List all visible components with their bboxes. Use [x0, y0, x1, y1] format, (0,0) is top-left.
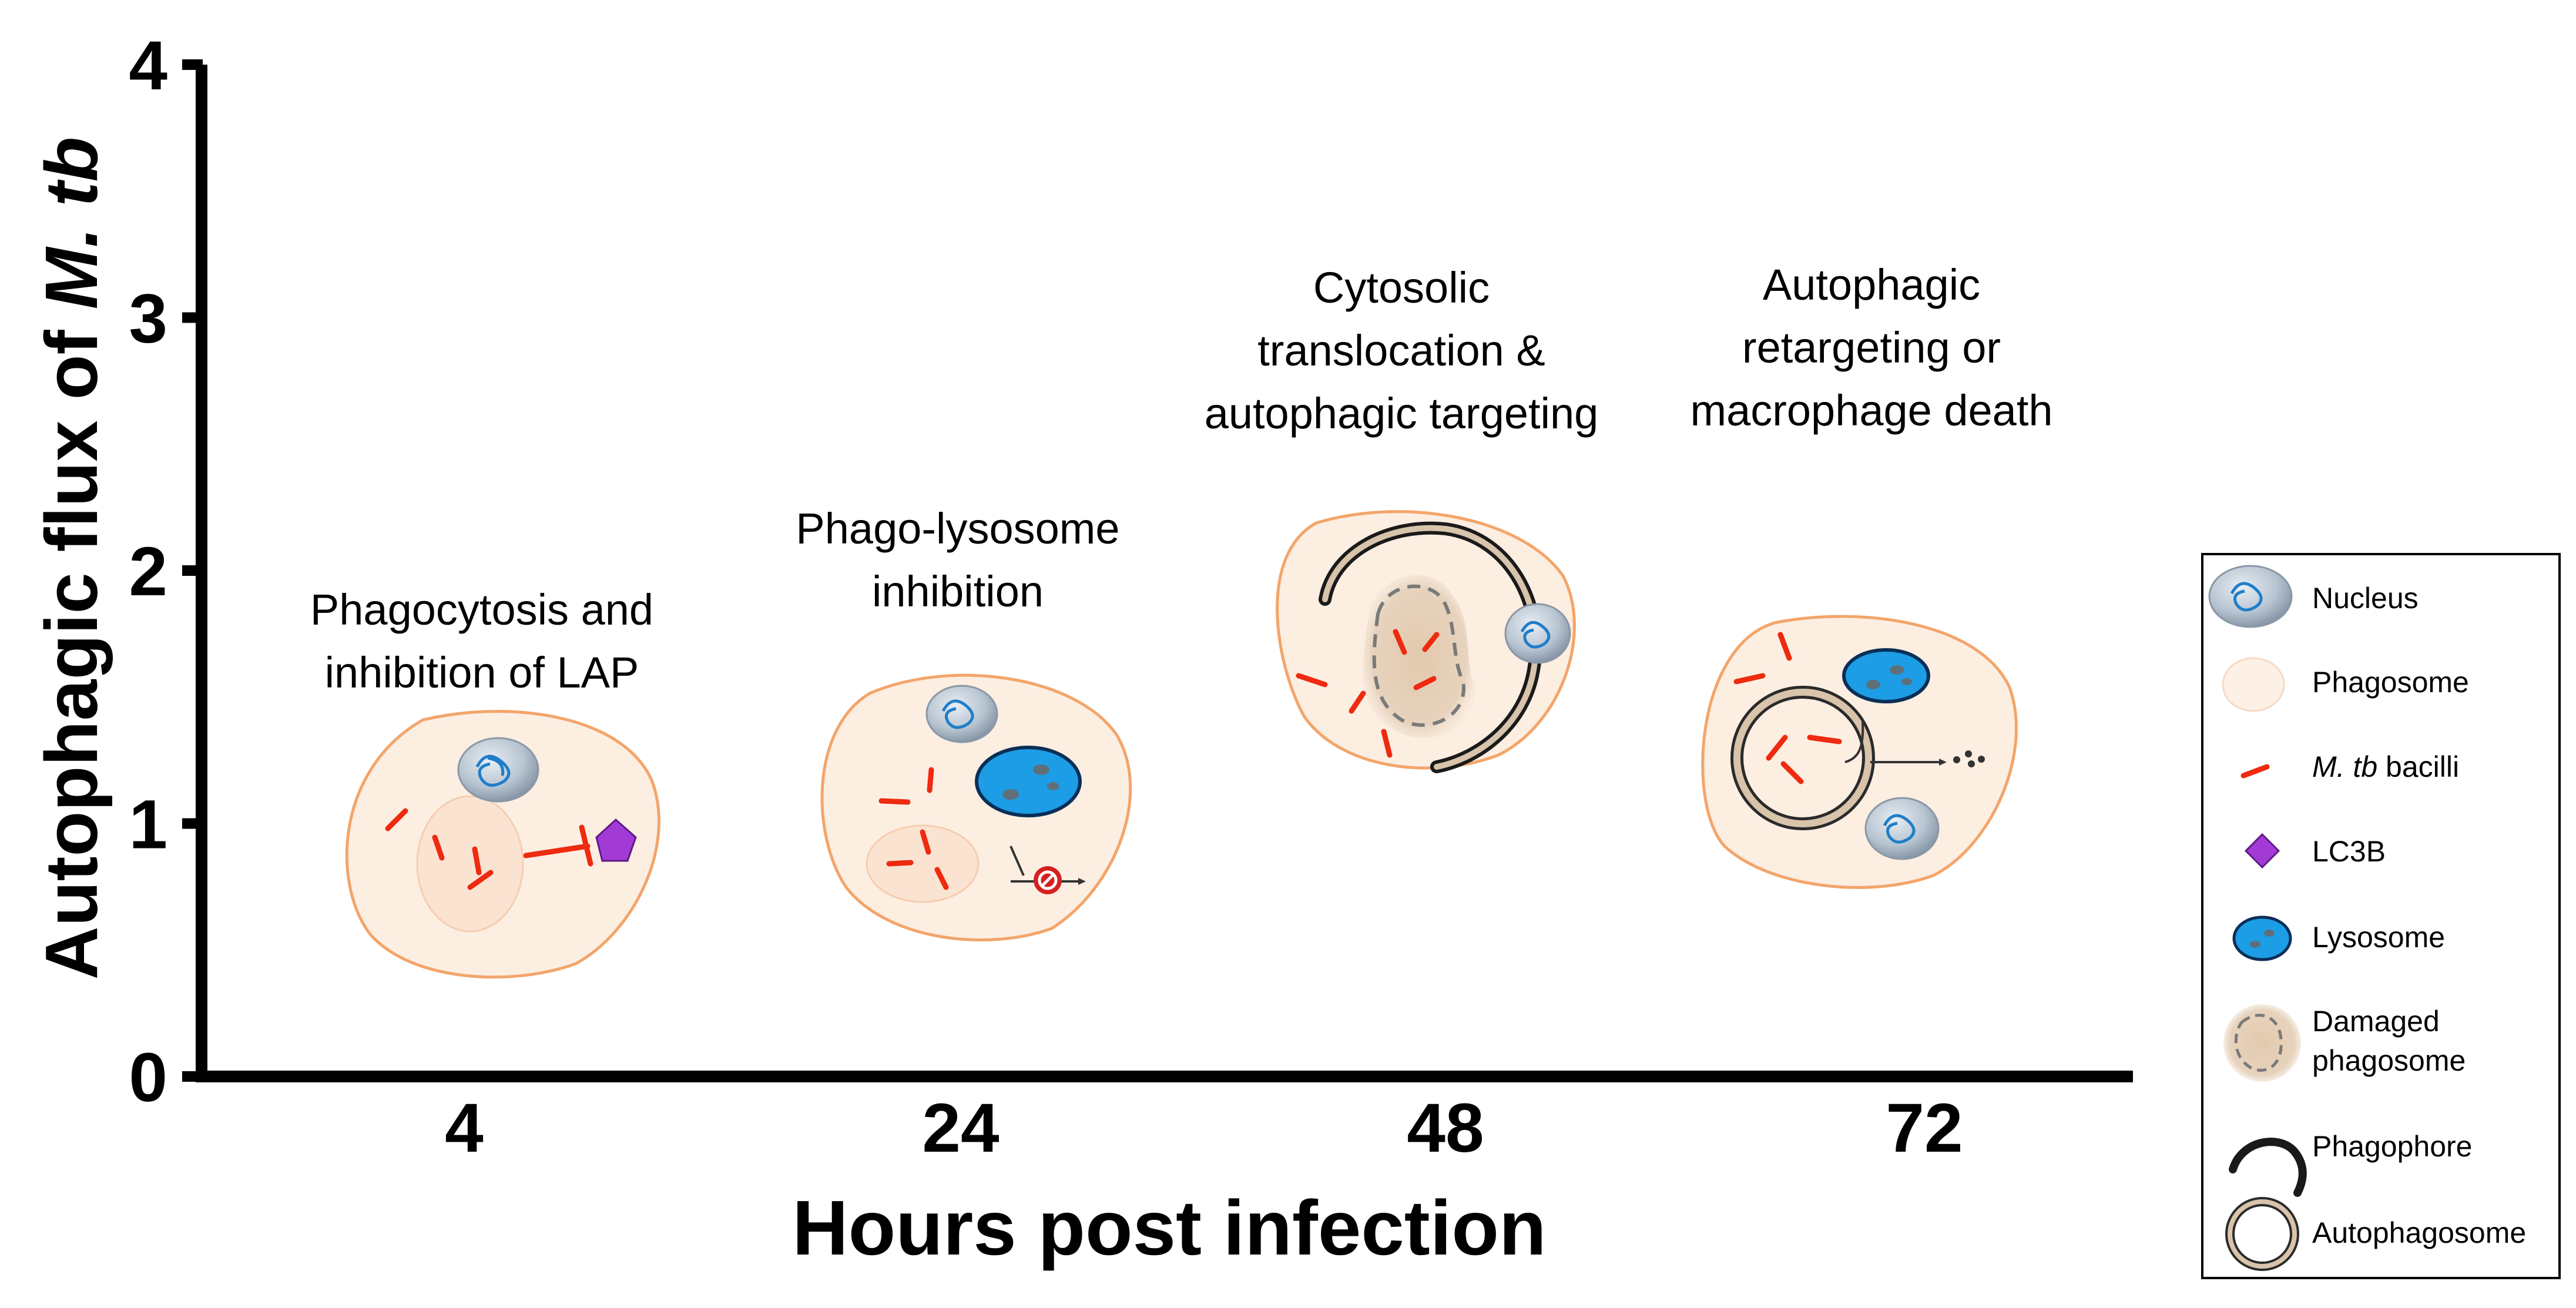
y-axis-title: Autophagic flux of M. tb [30, 137, 113, 980]
nucleus-icon [2208, 565, 2293, 628]
nucleus [457, 737, 539, 803]
stage-label-line: Phago-lysosome [796, 504, 1119, 553]
lc3b-icon [2244, 833, 2280, 869]
cell-24h [820, 673, 1132, 942]
stage-label-line: translocation & [1257, 326, 1545, 375]
y-axis: 0 1 2 3 4 Autophagic flux of M. tb [30, 27, 207, 1116]
legend-label-bacilli: M. tb bacilli [2312, 750, 2459, 783]
lysosome [1842, 648, 1930, 703]
legend-item-bacilli: M. tb bacilli [2240, 750, 2459, 783]
legend-label-phagosome: Phagosome [2312, 666, 2469, 699]
autophagosome [1730, 686, 1875, 830]
x-axis: 4 24 48 72 Hours post infection [196, 1071, 2133, 1271]
legend-item-lc3b: LC3B [2244, 833, 2386, 869]
lysosome [975, 746, 1082, 817]
y-tick-label: 4 [129, 27, 167, 105]
stage-label-line: macrophage death [1690, 386, 2052, 435]
damaged-phagosome [1363, 575, 1475, 738]
mtb-bacilli [1733, 632, 1842, 784]
legend-item-lysosome: Lysosome [2232, 915, 2445, 961]
x-tick-label: 48 [1407, 1089, 1484, 1167]
y-tick-labels: 0 1 2 3 4 [129, 27, 167, 1116]
legend-label-damaged-1: Damaged [2312, 1005, 2440, 1038]
x-tick-label: 24 [922, 1089, 999, 1167]
phagosome [416, 795, 524, 933]
stage-label-line: inhibition [872, 567, 1044, 616]
stage-label-line: Cytosolic [1313, 263, 1490, 312]
x-tick-labels: 4 24 48 72 [445, 1089, 1963, 1167]
degradation-arrow [1844, 720, 1985, 767]
nucleus [1864, 797, 1940, 860]
cell-72h [1701, 615, 2018, 889]
mtb-bacilli [1296, 629, 1440, 758]
lc3b [595, 818, 637, 862]
legend: Nucleus Phagosome M. tb bacilli LC3B Lys… [2201, 553, 2561, 1279]
legend-label-damaged-2: phagosome [2312, 1044, 2466, 1077]
y-tick-marks [182, 59, 203, 1082]
stage-label-line: Phagocytosis and [310, 585, 653, 634]
nucleus [925, 685, 998, 743]
y-tick-label: 3 [129, 280, 167, 358]
phagophore-icon [2229, 1138, 2307, 1197]
blocked-fusion-icon [1009, 846, 1086, 894]
x-tick-label: 4 [445, 1089, 484, 1167]
legend-item-nucleus: Nucleus [2208, 565, 2419, 628]
cell-4h [345, 710, 660, 979]
stage-label-line: Autophagic [1763, 260, 1980, 309]
y-tick-label: 2 [129, 533, 167, 611]
legend-item-phagophore: Phagophore [2229, 1130, 2472, 1197]
legend-item-autophagosome: Autophagosome [2225, 1197, 2526, 1271]
legend-label-lc3b: LC3B [2312, 835, 2386, 868]
y-tick-label: 1 [129, 786, 167, 864]
legend-label-nucleus: Nucleus [2312, 582, 2419, 615]
legend-item-damaged-phagosome: Damaged phagosome [2223, 1004, 2466, 1082]
phagosome [866, 824, 980, 903]
nucleus [1504, 603, 1571, 664]
mtb-bacilli [385, 808, 494, 890]
x-axis-title: Hours post infection [792, 1185, 1546, 1271]
cell-48h [1276, 510, 1576, 773]
x-tick-label: 72 [1886, 1089, 1963, 1167]
stage-label-line: autophagic targeting [1205, 389, 1599, 438]
lysosome-icon [2232, 915, 2292, 961]
legend-label-autophagosome: Autophagosome [2312, 1216, 2526, 1249]
legend-label-lysosome: Lysosome [2312, 921, 2445, 954]
lap-inhibition-arrow [523, 824, 593, 867]
stage-label-line: inhibition of LAP [325, 648, 639, 697]
y-tick-label: 0 [129, 1039, 167, 1116]
legend-label-phagophore: Phagophore [2312, 1130, 2472, 1163]
damaged-phagosome-icon [2223, 1004, 2301, 1082]
mtb-bacilli [878, 767, 949, 890]
stage-label-line: retargeting or [1742, 323, 2001, 372]
bacillus-icon [2240, 764, 2270, 779]
legend-item-phagosome: Phagosome [2222, 657, 2469, 712]
stage-labels: Phagocytosis and inhibition of LAP Phago-l… [310, 260, 2053, 697]
phagosome-icon [2222, 657, 2285, 712]
